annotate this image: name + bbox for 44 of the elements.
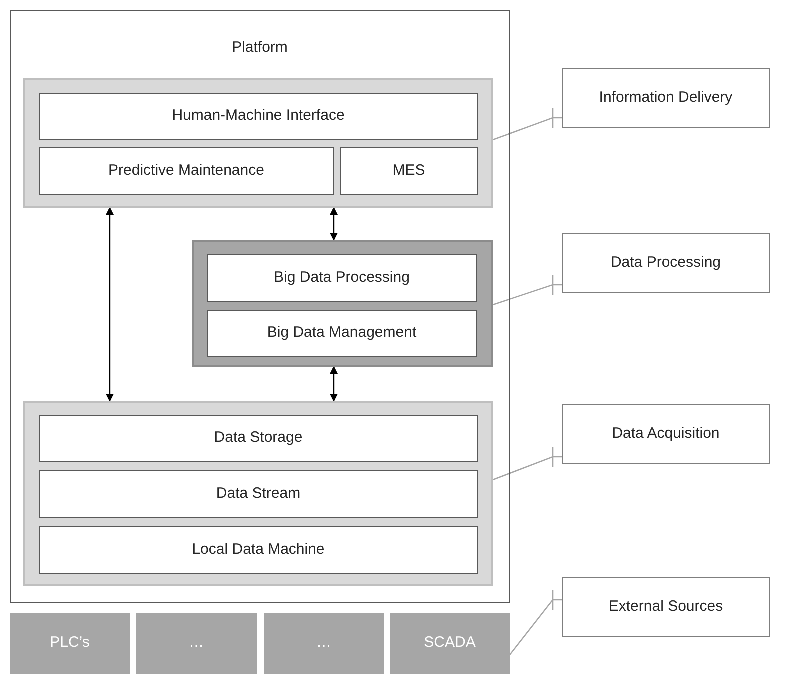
node-label: Big Data Processing (274, 268, 410, 288)
source-box (264, 613, 384, 674)
node-label: Data Storage (214, 428, 303, 448)
module-box (39, 147, 334, 195)
bracket-connector (492, 446, 563, 481)
layer-panel (23, 78, 493, 208)
source-box (10, 613, 130, 674)
double-arrow (330, 207, 338, 241)
layer-label-box (562, 404, 770, 464)
module-box (39, 93, 478, 140)
node-label: Platform (232, 38, 288, 58)
node-label: Big Data Management (267, 323, 417, 344)
node-label: PLC’s (50, 633, 90, 654)
platform-frame (10, 10, 510, 603)
bracket-connector (509, 589, 563, 656)
node-label: External Sources (608, 596, 724, 617)
source-box (390, 613, 510, 674)
layer-label-box (562, 68, 770, 128)
source-box (136, 613, 257, 674)
node-label: Data Acquisition (612, 424, 720, 444)
bracket-connector (492, 107, 563, 141)
layer-label-box (562, 233, 770, 293)
node-label: Human-Machine Interface (172, 106, 345, 126)
node-label: MES (392, 160, 426, 181)
node-label: Data Processing (610, 252, 722, 273)
node-label: Predictive Maintenance (108, 160, 264, 181)
module-box (340, 147, 478, 195)
double-arrow (330, 366, 338, 402)
module-box (39, 470, 478, 518)
module-box (207, 310, 477, 357)
node-label: … (189, 633, 204, 654)
node-label: SCADA (424, 633, 476, 654)
layer-panel (192, 240, 493, 367)
node-label: … (316, 633, 332, 654)
layer-label-box (562, 577, 770, 637)
node-label: Information Delivery (599, 88, 733, 108)
double-arrow (106, 207, 114, 402)
module-box (39, 526, 478, 574)
node-label: Data Stream (216, 484, 301, 504)
layer-panel (23, 401, 493, 586)
bracket-connector (492, 274, 563, 306)
node-label: Local Data Machine (192, 540, 325, 560)
module-box (39, 415, 478, 462)
module-box (207, 254, 477, 302)
